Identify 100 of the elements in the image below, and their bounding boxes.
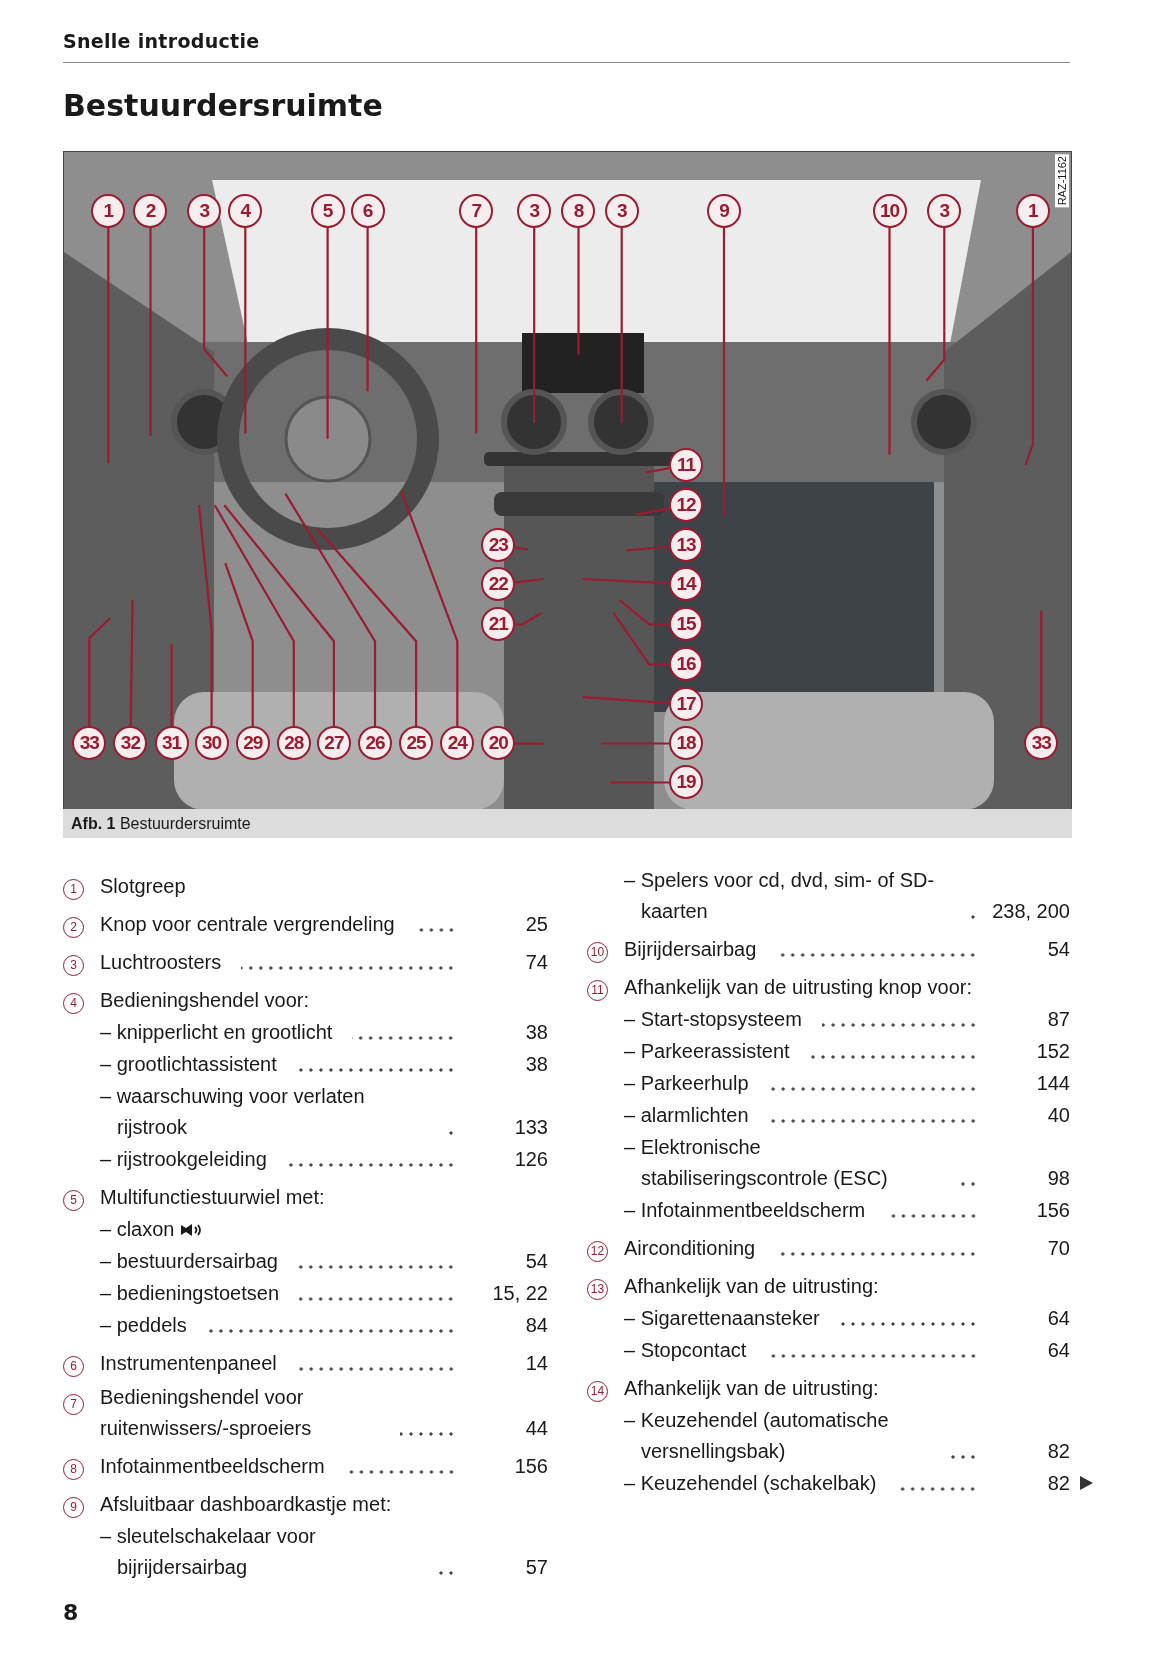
leader-line — [577, 228, 580, 355]
page-reference: 152 — [1035, 1039, 1070, 1064]
page-reference: 133 — [513, 1115, 548, 1140]
item-text: – Infotainmentbeeldscherm — [624, 1198, 866, 1223]
leader-line — [515, 611, 543, 626]
page-reference: 14 — [524, 1351, 548, 1376]
page-reference: 82 — [1046, 1471, 1070, 1496]
leader-line — [326, 228, 329, 439]
leader-line — [366, 228, 369, 392]
item-text: – Parkeerhulp — [624, 1071, 749, 1096]
item-text: – waarschuwing voor verlaten rijstrook — [100, 1084, 366, 1140]
item-text: Bedieningshendel voor: — [100, 988, 310, 1013]
item-text: – bestuurdersairbag — [100, 1249, 279, 1274]
leader-line — [107, 228, 110, 463]
item-text: Bedieningshendel voor ruitenwissers/-sproeiers — [100, 1385, 313, 1441]
item-text: Airconditioning — [624, 1236, 756, 1261]
page-reference: 15, 22 — [491, 1281, 548, 1306]
page-reference: 38 — [524, 1020, 548, 1045]
figure-caption: Afb. 1 Bestuurdersruimte — [71, 814, 251, 833]
leader-line — [213, 504, 295, 727]
page-reference: 82 — [1046, 1439, 1070, 1464]
leader-line — [1040, 610, 1043, 727]
item-text: – Stopcontact — [624, 1338, 747, 1363]
item-text: Infotainmentbeeldscherm — [100, 1454, 325, 1479]
leader-line — [316, 527, 418, 727]
leader-line — [475, 228, 478, 434]
leader-line — [888, 228, 891, 455]
page-reference: 54 — [1046, 937, 1070, 962]
leader-line — [284, 493, 377, 727]
page-reference: 25 — [524, 912, 548, 937]
leader-line — [515, 742, 544, 745]
figure-code: RAZ-1162 — [1055, 154, 1069, 208]
page-reference: 70 — [1046, 1236, 1070, 1261]
page-reference: 156 — [1035, 1198, 1070, 1223]
page-reference: 54 — [524, 1249, 548, 1274]
page-reference: 74 — [524, 950, 548, 975]
item-text: Bijrijdersairbag — [624, 937, 757, 962]
page-reference: 98 — [1046, 1166, 1070, 1191]
leader-line — [197, 505, 213, 727]
leader-line — [601, 742, 669, 745]
page-reference: 40 — [1046, 1103, 1070, 1128]
page-reference: 38 — [524, 1052, 548, 1077]
page-reference: 44 — [524, 1416, 548, 1441]
item-text: – Parkeerassistent — [624, 1039, 790, 1064]
item-text: Slotgreep — [100, 874, 186, 899]
page-reference: 57 — [524, 1555, 548, 1580]
item-text: – sleutelschakelaar voor bijrijdersairbag — [100, 1524, 317, 1580]
leader-line — [244, 228, 247, 434]
leader-line — [582, 577, 670, 585]
leader-line — [722, 228, 726, 516]
leader-line — [223, 504, 335, 727]
item-text: – Start-stopsysteem — [624, 1007, 802, 1032]
leader-line — [625, 545, 670, 552]
page-reference: 156 — [513, 1454, 548, 1479]
item-text: Luchtroosters — [100, 950, 222, 975]
leader-line — [515, 577, 544, 584]
leader-line — [1024, 228, 1034, 466]
page-reference: 238, 200 — [992, 899, 1070, 924]
item-text: – Elektronische stabiliseringscontrole (ESC) — [624, 1135, 889, 1191]
leader-line — [88, 617, 112, 727]
leader-line — [635, 507, 670, 516]
page-number: 8 — [63, 1600, 79, 1625]
leader-line — [515, 546, 529, 551]
leader-line — [610, 781, 669, 784]
page-title: Bestuurdersruimte — [63, 88, 383, 123]
item-text: – rijstrookgeleiding — [100, 1147, 268, 1172]
item-text: – alarmlichten — [624, 1103, 749, 1128]
item-text: Afhankelijk van de uitrusting: — [624, 1376, 879, 1401]
item-text: Knop voor centrale vergrendeling — [100, 912, 395, 937]
page-reference: 84 — [524, 1313, 548, 1338]
leader-line — [224, 562, 254, 727]
leader-line — [612, 612, 669, 666]
leader-line — [582, 696, 670, 705]
leader-line — [533, 228, 536, 423]
leader-line — [149, 228, 152, 436]
leader-line — [203, 228, 229, 378]
section-header: Snelle introductie — [63, 30, 260, 52]
item-text: – peddels — [100, 1313, 188, 1338]
page-reference: 87 — [1046, 1007, 1070, 1032]
item-text: Afsluitbaar dashboardkastje met: — [100, 1492, 392, 1517]
leader-line — [925, 228, 946, 382]
item-text: – Keuzehendel (automatische versnellingsbak) — [624, 1408, 890, 1464]
leader-line — [400, 491, 459, 727]
item-text: – claxon — [100, 1217, 175, 1242]
item-text: – Spelers voor cd, dvd, sim- of SD-kaarten — [624, 868, 936, 924]
leader-line — [645, 467, 670, 474]
item-text: – knipperlicht en grootlicht — [100, 1020, 333, 1045]
leader-line — [129, 600, 134, 727]
item-text: Afhankelijk van de uitrusting: — [624, 1274, 879, 1299]
item-text: Multifunctiestuurwiel met: — [100, 1185, 325, 1210]
leader-line — [620, 228, 623, 423]
page-reference: 64 — [1046, 1338, 1070, 1363]
item-text: Instrumentenpaneel — [100, 1351, 277, 1376]
leader-line — [618, 599, 669, 626]
leader-line — [170, 644, 173, 727]
page-reference: 144 — [1035, 1071, 1070, 1096]
item-text: – Sigarettenaansteker — [624, 1306, 820, 1331]
page-reference: 64 — [1046, 1306, 1070, 1331]
page-reference: 126 — [513, 1147, 548, 1172]
item-text: – grootlichtassistent — [100, 1052, 278, 1077]
